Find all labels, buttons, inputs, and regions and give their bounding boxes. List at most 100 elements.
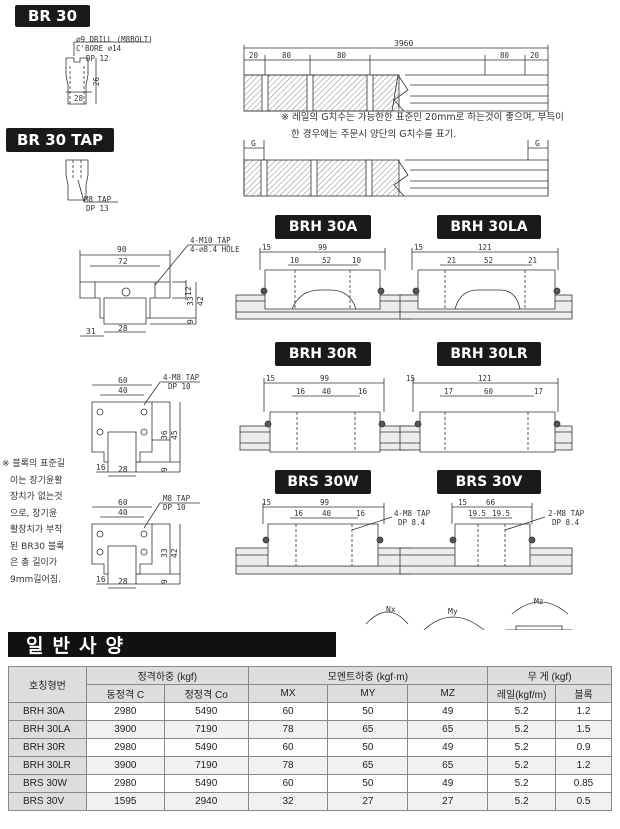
brs30w-front-view [91,502,200,589]
s-tap: M8 TAP [163,494,191,503]
r-h9: 9 [160,467,169,472]
cell-rail: 5.2 [487,720,557,739]
brs30w-dim-15: 15 [262,498,271,507]
brs30v-dp: DP 8.4 [552,518,580,527]
heading-brs30v: BRS 30V [437,470,541,494]
brh30a-side-view [235,248,412,320]
table-row: BRS 30V 1595 2940 32 27 27 5.2 0.5 [8,792,612,811]
header-moment: 모멘트하중 (kgf·m) [247,666,489,685]
a-w31: 31 [86,327,96,336]
brh30la-dim-21b: 21 [528,256,537,265]
r-w16: 16 [96,463,106,472]
header-weight: 무 게 (kgf) [487,666,612,685]
cell-mz: 49 [407,738,489,757]
block-note-line: 으로, 장기윤 [10,508,58,519]
cell-block: 1.5 [555,720,612,739]
moment-nx-diagram [365,611,409,625]
cell-rail: 5.2 [487,774,557,793]
cell-mx: 32 [247,792,329,811]
cell-co: 5490 [163,774,249,793]
brs30w-dim-40: 40 [322,509,332,518]
brh30la-dim-52: 52 [484,256,493,265]
cell-c: 1595 [85,792,165,811]
heading-brh30la: BRH 30LA [437,215,541,239]
rail-g-note-line: 한 경우에는 주문시 양단의 G치수를 표기. [291,129,457,140]
brs30v-side-view [399,503,573,575]
brh30lr-dim-60: 60 [484,387,494,396]
cell-model: BRH 30LA [8,720,87,739]
table-row: BRH 30LR 3900 7190 78 65 65 5.2 1.2 [8,756,612,775]
cell-c: 3900 [85,756,165,775]
rail-dp-text: DP 12 [86,54,109,63]
header-dynamic: 동정격 C [85,684,165,703]
brs30w-dim-16a: 16 [294,509,304,518]
cell-block: 0.9 [555,738,612,757]
r-h36: 36 [160,430,169,440]
rail-cbore-text: C'BORE ⌀14 [76,44,122,53]
cell-co: 2940 [163,792,249,811]
cell-mx: 78 [247,756,329,775]
r-w60: 60 [118,376,128,385]
br30-rail-profile [65,41,150,105]
a-h33: 33 [186,296,195,306]
table-row: BRH 30A 2980 5490 60 50 49 5.2 1.2 [8,702,612,721]
cell-my: 65 [327,720,409,739]
a-w72: 72 [118,257,128,266]
brh30a-dim-15: 15 [262,243,271,252]
brh30r-dim-16b: 16 [358,387,368,396]
cell-co: 7190 [163,756,249,775]
cell-my: 50 [327,738,409,757]
cell-block: 0.85 [555,774,612,793]
rail-width-28: 28 [74,94,84,103]
cell-mz: 27 [407,792,489,811]
cell-mx: 60 [247,702,329,721]
a-h9: 9 [186,319,195,324]
brh30a-dim-99: 99 [318,243,327,252]
rail-total-3960: 3960 [394,39,413,48]
block-note-line: 은 총 길이가 [10,558,58,568]
cell-c: 2980 [85,738,165,757]
cell-block: 1.2 [555,756,612,775]
cell-mz: 65 [407,720,489,739]
rail-g-note: ※ 레일의 G치수는 가능한한 표준인 20mm로 하는것이 좋으며, 부득이 … [281,109,611,143]
a-hole: 4-⌀8.4 HOLE [190,245,240,254]
s-h9: 9 [160,579,169,584]
brh30lr-dim-15: 15 [406,374,415,383]
brh30lr-side-view [399,378,573,453]
block-note-line: 된 BR30 블록 [10,541,65,552]
brh30la-dim-121: 121 [478,243,492,252]
cell-model: BRS 30W [8,774,87,793]
heading-brh30a: BRH 30A [275,215,371,239]
s-w16: 16 [96,575,106,584]
rail-dim-20b: 20 [530,51,540,60]
heading-brs30w: BRS 30W [275,470,371,494]
brh30r-dim-40: 40 [322,387,332,396]
cell-my: 65 [327,756,409,775]
a-w90: 90 [117,245,127,254]
brh30a-dim-10b: 10 [352,256,362,265]
cell-my: 27 [327,792,409,811]
heading-br30tap: BR 30 TAP [6,128,114,152]
cell-mx: 60 [247,738,329,757]
r-tap: 4-M8 TAP [163,373,200,382]
brs30w-dp: DP 8.4 [398,518,426,527]
a-h42: 42 [196,296,205,306]
table-row: BRS 30W 2980 5490 60 50 49 5.2 0.85 [8,774,612,793]
block-note-line: 장치가 없는것 [10,492,63,502]
brh30r-dim-16a: 16 [296,387,306,396]
cell-rail: 5.2 [487,738,557,757]
cell-c: 2980 [85,774,165,793]
r-dp: DP 10 [168,382,191,391]
s-dp: DP 10 [163,503,186,512]
cell-block: 0.5 [555,792,612,811]
block-note-line: 활장치가 부착 [10,525,63,535]
header-model: 호칭형번 [8,666,87,703]
block-note-line: 9mm길어짐. [10,574,61,585]
header-mz: MZ [407,684,489,703]
cell-rail: 5.2 [487,756,557,775]
cell-mz: 65 [407,756,489,775]
spec-section-banner: 일반사양 [8,632,336,657]
brs30v-dim-66: 66 [486,498,496,507]
heading-brh30lr: BRH 30LR [437,342,541,366]
moment-my-diagram [423,616,485,630]
